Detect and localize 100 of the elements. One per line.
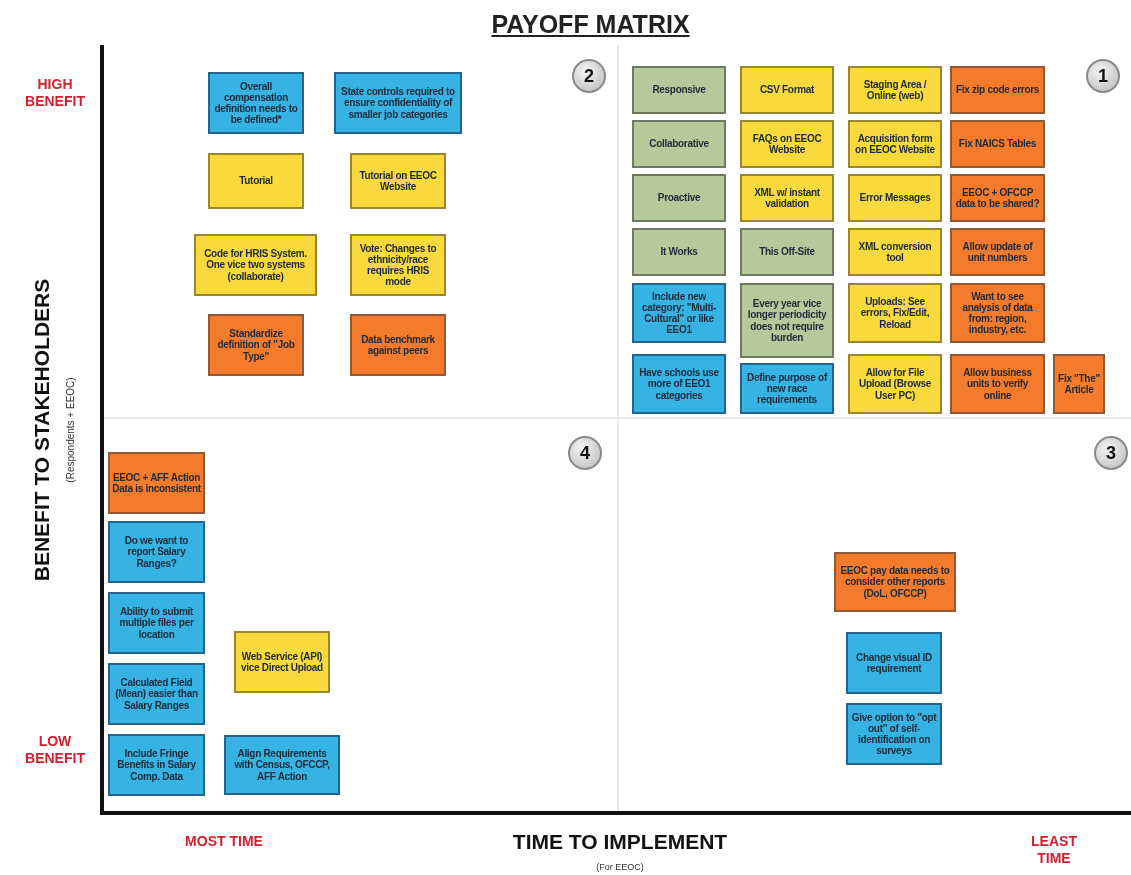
quadrant-number-circle <box>1094 436 1128 470</box>
sticky-note <box>224 735 340 795</box>
note-text: Give option to "opt out" of self-identification on surveys <box>850 711 938 757</box>
sticky-note <box>846 703 942 765</box>
sticky-note <box>1053 354 1105 414</box>
note-text: FAQs on EEOC Website <box>751 132 823 156</box>
note-text: EEOC + OFCCP data to be shared? <box>954 186 1041 210</box>
sticky-note <box>108 521 205 583</box>
note-text: XML w/ instant validation <box>753 186 821 210</box>
sticky-note <box>632 354 726 414</box>
note-text: Acquisition form on EEOC Website <box>854 132 936 156</box>
sticky-note <box>950 174 1045 222</box>
note-text: State controls required to ensure confidentiality of smaller job categories <box>340 86 456 120</box>
note-text: Include new category: "Multi-Cultural" or like EEO1 <box>640 290 718 336</box>
sticky-note <box>740 228 834 276</box>
axis-title: (Respondents + EEOC) <box>64 377 76 483</box>
note-text: Align Requirements with Census, OFCCP, AFF Action <box>233 748 331 782</box>
sticky-note <box>834 552 956 612</box>
note-text: Web Service (API) vice Direct Upload <box>240 650 324 674</box>
sticky-note <box>632 228 726 276</box>
note-text: Every year vice longer periodicity does not require burden <box>746 298 828 343</box>
note-text: Collaborative <box>649 138 709 150</box>
sticky-note <box>950 228 1045 276</box>
note-text: CSV Format <box>759 84 815 96</box>
sticky-note <box>108 663 205 725</box>
note-text: Overall compensation definition needs to be defined* <box>213 80 299 126</box>
axis-end-label: HIGH BENEFIT <box>24 76 86 110</box>
sticky-note <box>208 72 304 134</box>
note-text: Standardize definition of "Job Type" <box>216 328 296 362</box>
note-text: Error Messages <box>859 192 931 204</box>
note-text: Allow update of unit numbers <box>961 240 1034 264</box>
sticky-note <box>950 283 1045 343</box>
axis-end-label: MOST TIME <box>185 833 263 850</box>
note-text: EEOC + AFF Action Data is inconsistent <box>112 471 201 495</box>
note-text: Fix zip code errors <box>955 84 1040 96</box>
sticky-note <box>234 631 330 693</box>
note-text: EEOC pay data needs to consider other reports (DoL, OFCCP) <box>839 565 951 599</box>
note-text: Staging Area / Online (web) <box>862 78 928 102</box>
sticky-note <box>848 120 942 168</box>
sticky-note <box>108 734 205 796</box>
note-text: Allow business units to verify online <box>962 367 1033 401</box>
sticky-note <box>740 283 834 358</box>
sticky-note <box>740 120 834 168</box>
note-text: Uploads: See errors, Fix/Edit, Reload <box>859 296 931 330</box>
sticky-note <box>740 363 834 414</box>
quadrant-number: 2 <box>584 65 594 87</box>
axis-end-label: LOW BENEFIT <box>24 733 86 767</box>
sticky-note <box>848 174 942 222</box>
note-text: XML conversion tool <box>857 240 933 264</box>
sticky-note <box>950 120 1045 168</box>
quadrant-number: 4 <box>580 442 590 464</box>
note-text: Data benchmark against peers <box>360 333 436 357</box>
sticky-note <box>108 452 205 514</box>
diagram-title: PAYOFF MATRIX <box>490 10 691 39</box>
sticky-note <box>950 354 1045 414</box>
sticky-note <box>350 314 446 376</box>
note-text: Calculated Field (Mean) easier than Salary Ranges <box>114 677 199 711</box>
note-text: This Off-Site <box>759 246 815 258</box>
sticky-note <box>632 66 726 114</box>
sticky-note <box>208 314 304 376</box>
note-text: Do we want to report Salary Ranges? <box>123 535 190 569</box>
note-text: Fix "The" Article <box>1057 372 1101 396</box>
sticky-note <box>334 72 462 134</box>
sticky-note <box>350 153 446 209</box>
note-text: Proactive <box>657 192 701 204</box>
sticky-note <box>632 120 726 168</box>
sticky-note <box>350 234 446 296</box>
sticky-note <box>848 228 942 276</box>
quadrant-number-circle <box>572 59 606 93</box>
sticky-note <box>848 66 942 114</box>
note-text: Have schools use more of EEO1 categories <box>638 367 720 401</box>
sticky-note <box>848 354 942 414</box>
note-text: Ability to submit multiple files per location <box>118 606 195 640</box>
note-text: It Works <box>660 246 698 258</box>
sticky-note <box>848 283 942 343</box>
note-text: Responsive <box>652 84 706 96</box>
axis-title: BENEFIT TO STAKEHOLDERS <box>30 278 54 582</box>
note-text: Change visual ID requirement <box>855 651 933 675</box>
sticky-note <box>632 283 726 343</box>
note-text: Vote: Changes to ethnicity/race requires HRIS mode <box>358 242 438 288</box>
sticky-note <box>950 66 1045 114</box>
sticky-note <box>108 592 205 654</box>
note-text: Include Fringe Benefits in Salary Comp. Data <box>116 748 197 782</box>
sticky-note <box>740 174 834 222</box>
quadrant-number-circle <box>568 436 602 470</box>
note-text: Tutorial on EEOC Website <box>358 169 438 193</box>
quadrant-number: 1 <box>1098 65 1108 87</box>
note-text: Define purpose of new race requirements <box>746 371 829 406</box>
note-text: Tutorial <box>239 175 273 187</box>
sticky-note <box>632 174 726 222</box>
note-text: Fix NAICS Tables <box>958 138 1037 150</box>
axis-subtitle: (For EEOC) <box>595 862 645 872</box>
note-text: Code for HRIS System. One vice two systems (collaborate) <box>203 248 308 282</box>
axis-end-label: LEAST TIME <box>1030 833 1078 867</box>
note-text: Allow for File Upload (Browse User PC) <box>858 367 932 401</box>
sticky-note <box>740 66 834 114</box>
sticky-note <box>194 234 317 296</box>
axis-title: TIME TO IMPLEMENT <box>511 830 729 854</box>
quadrant-number-circle <box>1086 59 1120 93</box>
note-text: Want to see analysis of data from: region, industry, etc. <box>961 290 1034 336</box>
